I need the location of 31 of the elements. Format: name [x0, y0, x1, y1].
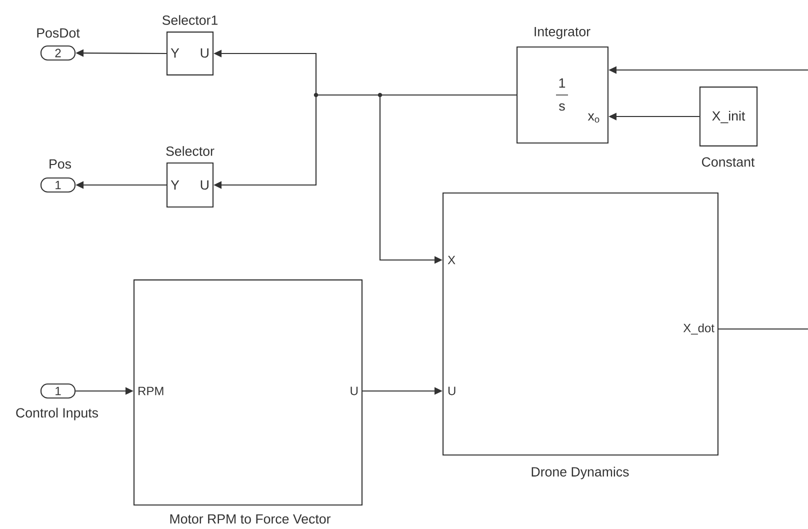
port-label: Y	[170, 180, 180, 190]
block-name: PosDot	[37, 28, 80, 38]
port-label: x$_{o}$	[588, 113, 600, 123]
block-name: Integrator	[534, 27, 590, 39]
outport-pill: 2	[40, 45, 76, 61]
subsystem-block	[133, 279, 363, 506]
block-name: Drone Dynamics	[532, 466, 629, 480]
outport-pill: 1	[40, 177, 76, 193]
block-name: Control Inputs	[16, 408, 98, 420]
selector-block	[166, 32, 214, 76]
constant-value: X_init	[712, 110, 746, 124]
block-name: Motor RPM to Force Vector	[170, 514, 331, 524]
port-label: U	[200, 180, 208, 190]
subsystem-block	[442, 192, 718, 456]
inport-pill: 1	[40, 383, 76, 399]
block-name: Selector1	[162, 15, 218, 25]
selector-block	[166, 162, 214, 208]
port-label: X	[448, 256, 456, 264]
port-label: U	[350, 386, 358, 396]
block-name: Constant	[702, 157, 755, 167]
port-label: U	[200, 48, 208, 58]
fraction: 1 s	[556, 78, 568, 111]
integrator-block	[516, 46, 608, 144]
block-name: Pos	[50, 159, 72, 169]
port-label: RPM	[138, 386, 164, 396]
port-label: Y	[170, 48, 180, 58]
constant-block	[699, 86, 758, 146]
port-label: X_dot	[683, 323, 714, 335]
signal-line	[718, 328, 808, 330]
port-label: U	[448, 386, 456, 396]
block-name: Selector	[166, 146, 214, 156]
